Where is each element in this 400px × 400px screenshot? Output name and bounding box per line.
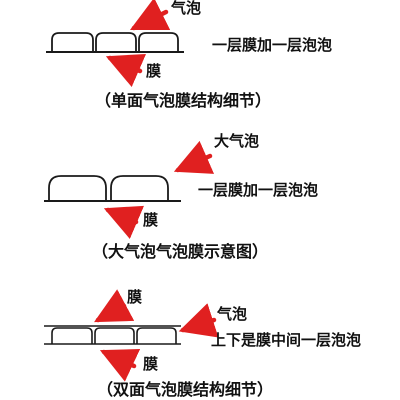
bubble-label: 气泡 [171,0,202,17]
film-label: 膜 [146,62,162,80]
bubble-dome [48,175,107,201]
top-film-label: 膜 [127,288,143,306]
figure-caption: （单面气泡膜结构细节） [95,91,272,110]
arrow-to-bubble [173,140,215,174]
bottom-film-label: 膜 [143,355,159,373]
arrow-to-bubble [178,303,219,338]
bubble-dome [51,32,94,52]
bubble-dome [95,32,137,52]
film-label: 膜 [143,211,159,229]
bubble-dome [136,327,177,344]
section-single-sided [46,0,184,88]
large-bubble-label: 大气泡 [214,132,260,150]
structure-description: 一层膜加一层泡泡 [198,181,319,199]
structure-description: 一层膜加一层泡泡 [212,36,333,54]
arrow-to-bubble [129,0,171,31]
bubble-dome [138,32,179,52]
structure-description: 上下是膜中间一层泡泡 [211,331,362,349]
section-double-sided [44,289,219,382]
figure-caption: （双面气泡膜结构细节） [97,380,274,399]
bubble-dome [94,327,135,344]
bubble-dome [51,327,93,344]
arrow-to-bottom-film [99,349,141,382]
bubble-label: 气泡 [217,305,248,323]
arrow-to-film [105,54,147,88]
arrow-to-top-film [94,289,135,323]
figure-caption: （大气泡气泡膜示意图） [92,242,269,261]
section-large-bubble [44,140,215,239]
bubble-dome [110,175,169,201]
arrow-to-film [103,205,145,239]
